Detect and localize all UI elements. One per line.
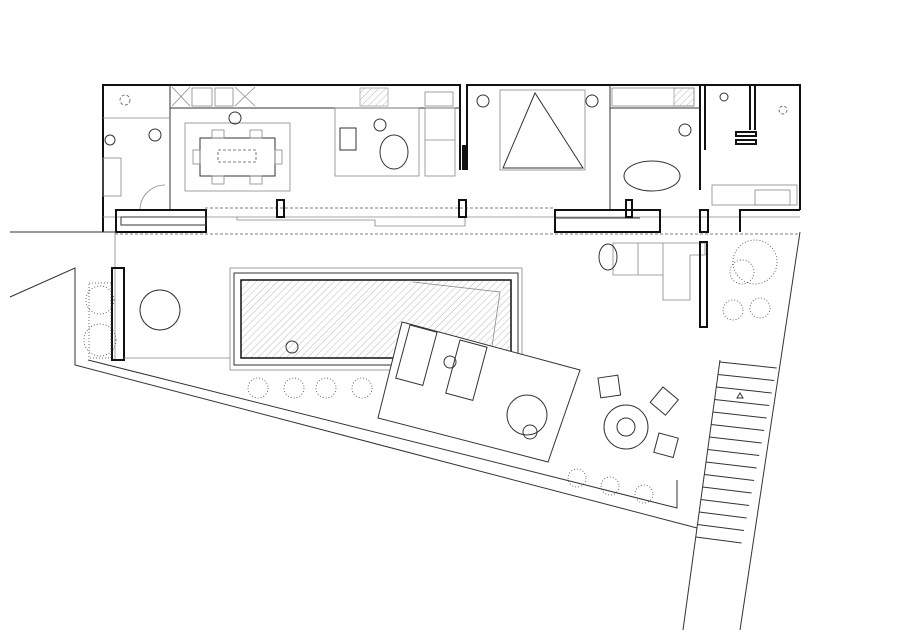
trees bbox=[83, 239, 778, 504]
kitchen-counter bbox=[171, 86, 454, 107]
site bbox=[9, 231, 801, 631]
stair-tread bbox=[711, 424, 765, 431]
bathroom bbox=[611, 87, 798, 206]
stairs bbox=[695, 361, 777, 544]
dining-table bbox=[184, 111, 291, 192]
stair-tread bbox=[712, 411, 767, 419]
stair-tread bbox=[709, 436, 762, 444]
stair-tread bbox=[704, 474, 755, 481]
building bbox=[102, 84, 801, 233]
stair-tread bbox=[714, 399, 770, 406]
stair-tread bbox=[697, 524, 745, 531]
living-area bbox=[102, 94, 456, 211]
stair-arrow-icon bbox=[736, 392, 744, 399]
bedroom bbox=[476, 89, 599, 171]
lounge bbox=[139, 241, 708, 459]
stair-tread bbox=[717, 374, 775, 381]
stair-tread bbox=[716, 386, 772, 394]
stair-tread bbox=[700, 499, 750, 506]
stair-tread bbox=[707, 449, 760, 456]
stair-tread bbox=[695, 536, 742, 544]
deck bbox=[377, 321, 581, 463]
stair-tread bbox=[719, 361, 777, 369]
stair-tread bbox=[702, 486, 752, 494]
stair-tread bbox=[699, 511, 747, 519]
stair-tread bbox=[705, 461, 757, 469]
